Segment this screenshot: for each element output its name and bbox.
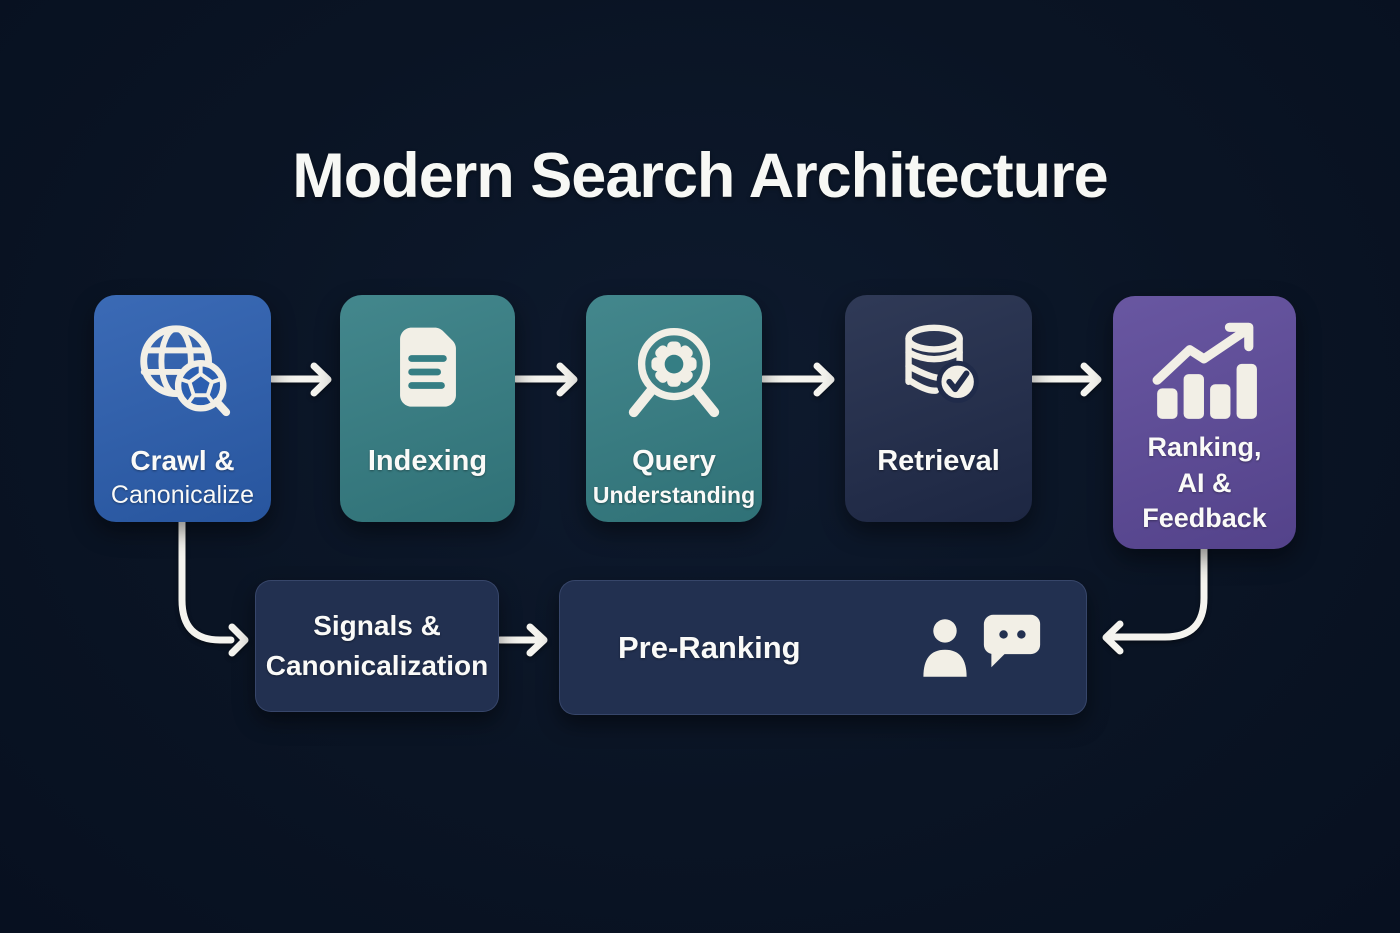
document-icon [375, 313, 481, 429]
page-title: Modern Search Architecture [292, 141, 1108, 211]
trend-chart-icon [1149, 316, 1261, 420]
arrow-query-to-retrieval [759, 362, 835, 397]
arrow-crawl-to-signals [178, 517, 249, 657]
node-signals-canonicalization: Signals & Canonicalization [255, 580, 499, 712]
person-icon [918, 614, 972, 682]
node-indexing: Indexing [340, 295, 515, 522]
node-label: Signals & Canonicalization [265, 610, 489, 681]
arrow-crawl-to-indexing [268, 362, 332, 397]
globe-search-icon [129, 313, 237, 429]
database-check-icon [885, 313, 993, 429]
node-label: Query Understanding [592, 445, 756, 508]
arrow-indexing-to-query [512, 362, 578, 397]
node-label: Ranking, AI & Feedback [1142, 432, 1267, 534]
node-label: Indexing [367, 445, 488, 477]
magnifier-gear-icon [620, 313, 728, 429]
node-label: Pre-Ranking [618, 629, 801, 665]
node-crawl-canonicalize: Crawl & Canonicalize [94, 295, 271, 522]
node-label: Retrieval [877, 445, 1000, 477]
node-ranking-ai-feedback: Ranking, AI & Feedback [1113, 296, 1296, 549]
arrow-retrieval-to-ranking [1029, 362, 1102, 397]
pre-ranking-icons [918, 614, 1042, 682]
node-label: Crawl & Canonicalize [110, 445, 255, 510]
arrow-ranking-to-preranking [1102, 545, 1208, 655]
chat-bubble-icon [982, 612, 1042, 670]
node-query-understanding: Query Understanding [586, 295, 762, 522]
arrow-signals-to-preranking [496, 623, 548, 657]
node-retrieval: Retrieval [845, 295, 1032, 522]
node-pre-ranking: Pre-Ranking [559, 580, 1087, 715]
